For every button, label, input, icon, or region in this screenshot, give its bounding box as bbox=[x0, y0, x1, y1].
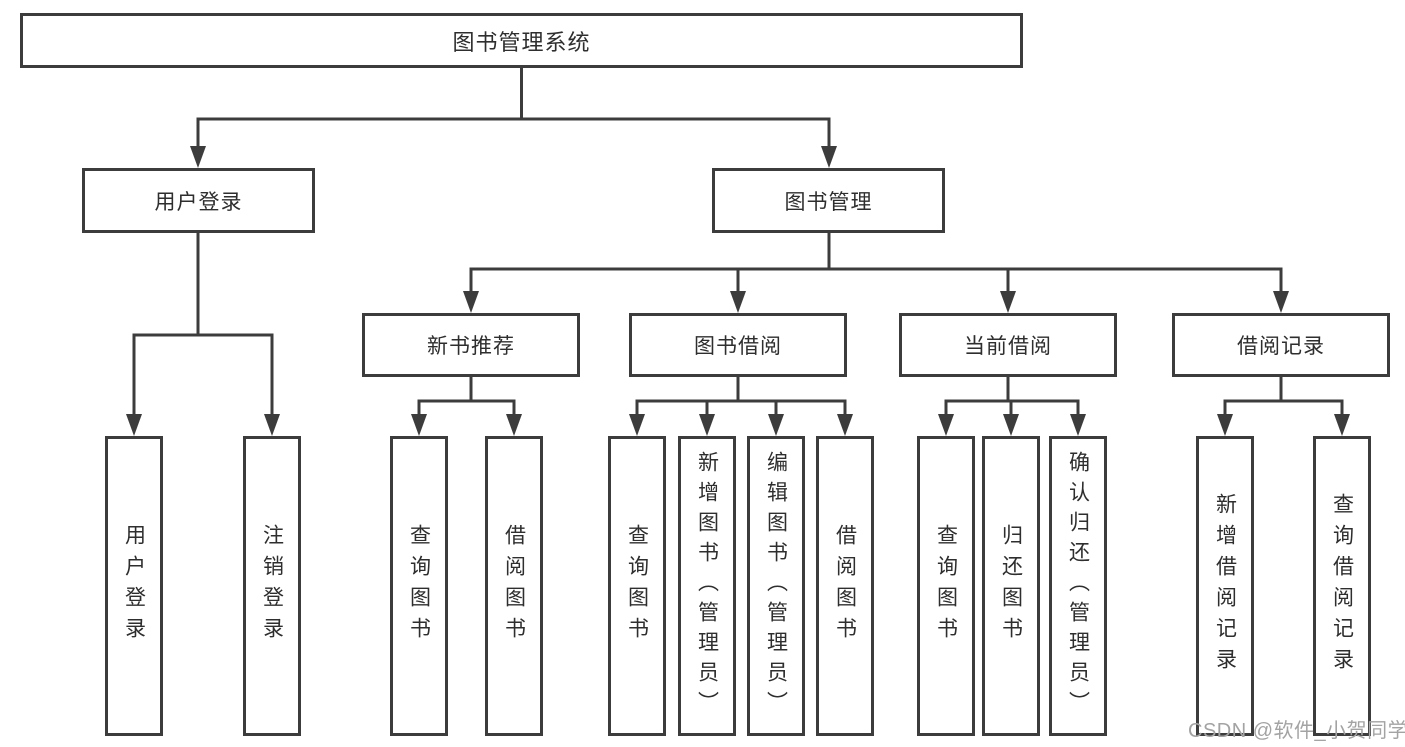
node-leaf-borrow-books: 借阅图书 bbox=[485, 436, 543, 736]
node-label: 当前借阅 bbox=[964, 335, 1052, 358]
node-label: 借阅图书 bbox=[502, 524, 526, 648]
node-leaf-query-books: 查询图书 bbox=[917, 436, 975, 736]
node-book-borrowing: 图书借阅 bbox=[629, 313, 847, 377]
node-label: 新书推荐 bbox=[427, 335, 515, 358]
node-label: 借阅记录 bbox=[1237, 335, 1325, 358]
node-label: 归还图书 bbox=[999, 524, 1023, 648]
node-leaf-add-books-admin: 新增图书（管理员） bbox=[678, 436, 736, 736]
node-label: 查询图书 bbox=[625, 524, 649, 648]
node-current-borrowing: 当前借阅 bbox=[899, 313, 1117, 377]
node-label: 借阅图书 bbox=[833, 524, 857, 648]
node-leaf-edit-books-admin: 编辑图书（管理员） bbox=[747, 436, 805, 736]
node-label: 查询借阅记录 bbox=[1330, 493, 1354, 679]
node-new-book-recommendation: 新书推荐 bbox=[362, 313, 580, 377]
node-label: 注销登录 bbox=[260, 524, 284, 648]
node-leaf-borrow-books: 借阅图书 bbox=[816, 436, 874, 736]
node-label: 确认归还（管理员） bbox=[1066, 451, 1090, 721]
node-label: 图书借阅 bbox=[694, 335, 782, 358]
node-label: 用户登录 bbox=[154, 190, 243, 214]
node-label: 图书管理 bbox=[784, 190, 873, 214]
node-leaf-user-login: 用户登录 bbox=[105, 436, 163, 736]
node-label: 图书管理系统 bbox=[452, 29, 591, 55]
node-label: 新增图书（管理员） bbox=[695, 451, 719, 721]
node-label: 查询图书 bbox=[934, 524, 958, 648]
node-leaf-confirm-return-admin: 确认归还（管理员） bbox=[1049, 436, 1107, 736]
node-leaf-query-borrow-record: 查询借阅记录 bbox=[1313, 436, 1371, 736]
node-book-management: 图书管理 bbox=[712, 168, 945, 233]
node-leaf-query-books: 查询图书 bbox=[608, 436, 666, 736]
node-label: 用户登录 bbox=[122, 524, 146, 648]
node-leaf-add-borrow-record: 新增借阅记录 bbox=[1196, 436, 1254, 736]
node-label: 新增借阅记录 bbox=[1213, 493, 1237, 679]
node-leaf-return-books: 归还图书 bbox=[982, 436, 1040, 736]
node-library-management-system: 图书管理系统 bbox=[20, 13, 1023, 68]
node-label: 编辑图书（管理员） bbox=[764, 451, 788, 721]
node-label: 查询图书 bbox=[407, 524, 431, 648]
csdn-watermark: CSDN @软件_小贺同学 bbox=[1188, 720, 1405, 742]
node-borrowing-records: 借阅记录 bbox=[1172, 313, 1390, 377]
node-leaf-query-books: 查询图书 bbox=[390, 436, 448, 736]
node-leaf-logout: 注销登录 bbox=[243, 436, 301, 736]
node-user-login: 用户登录 bbox=[82, 168, 315, 233]
